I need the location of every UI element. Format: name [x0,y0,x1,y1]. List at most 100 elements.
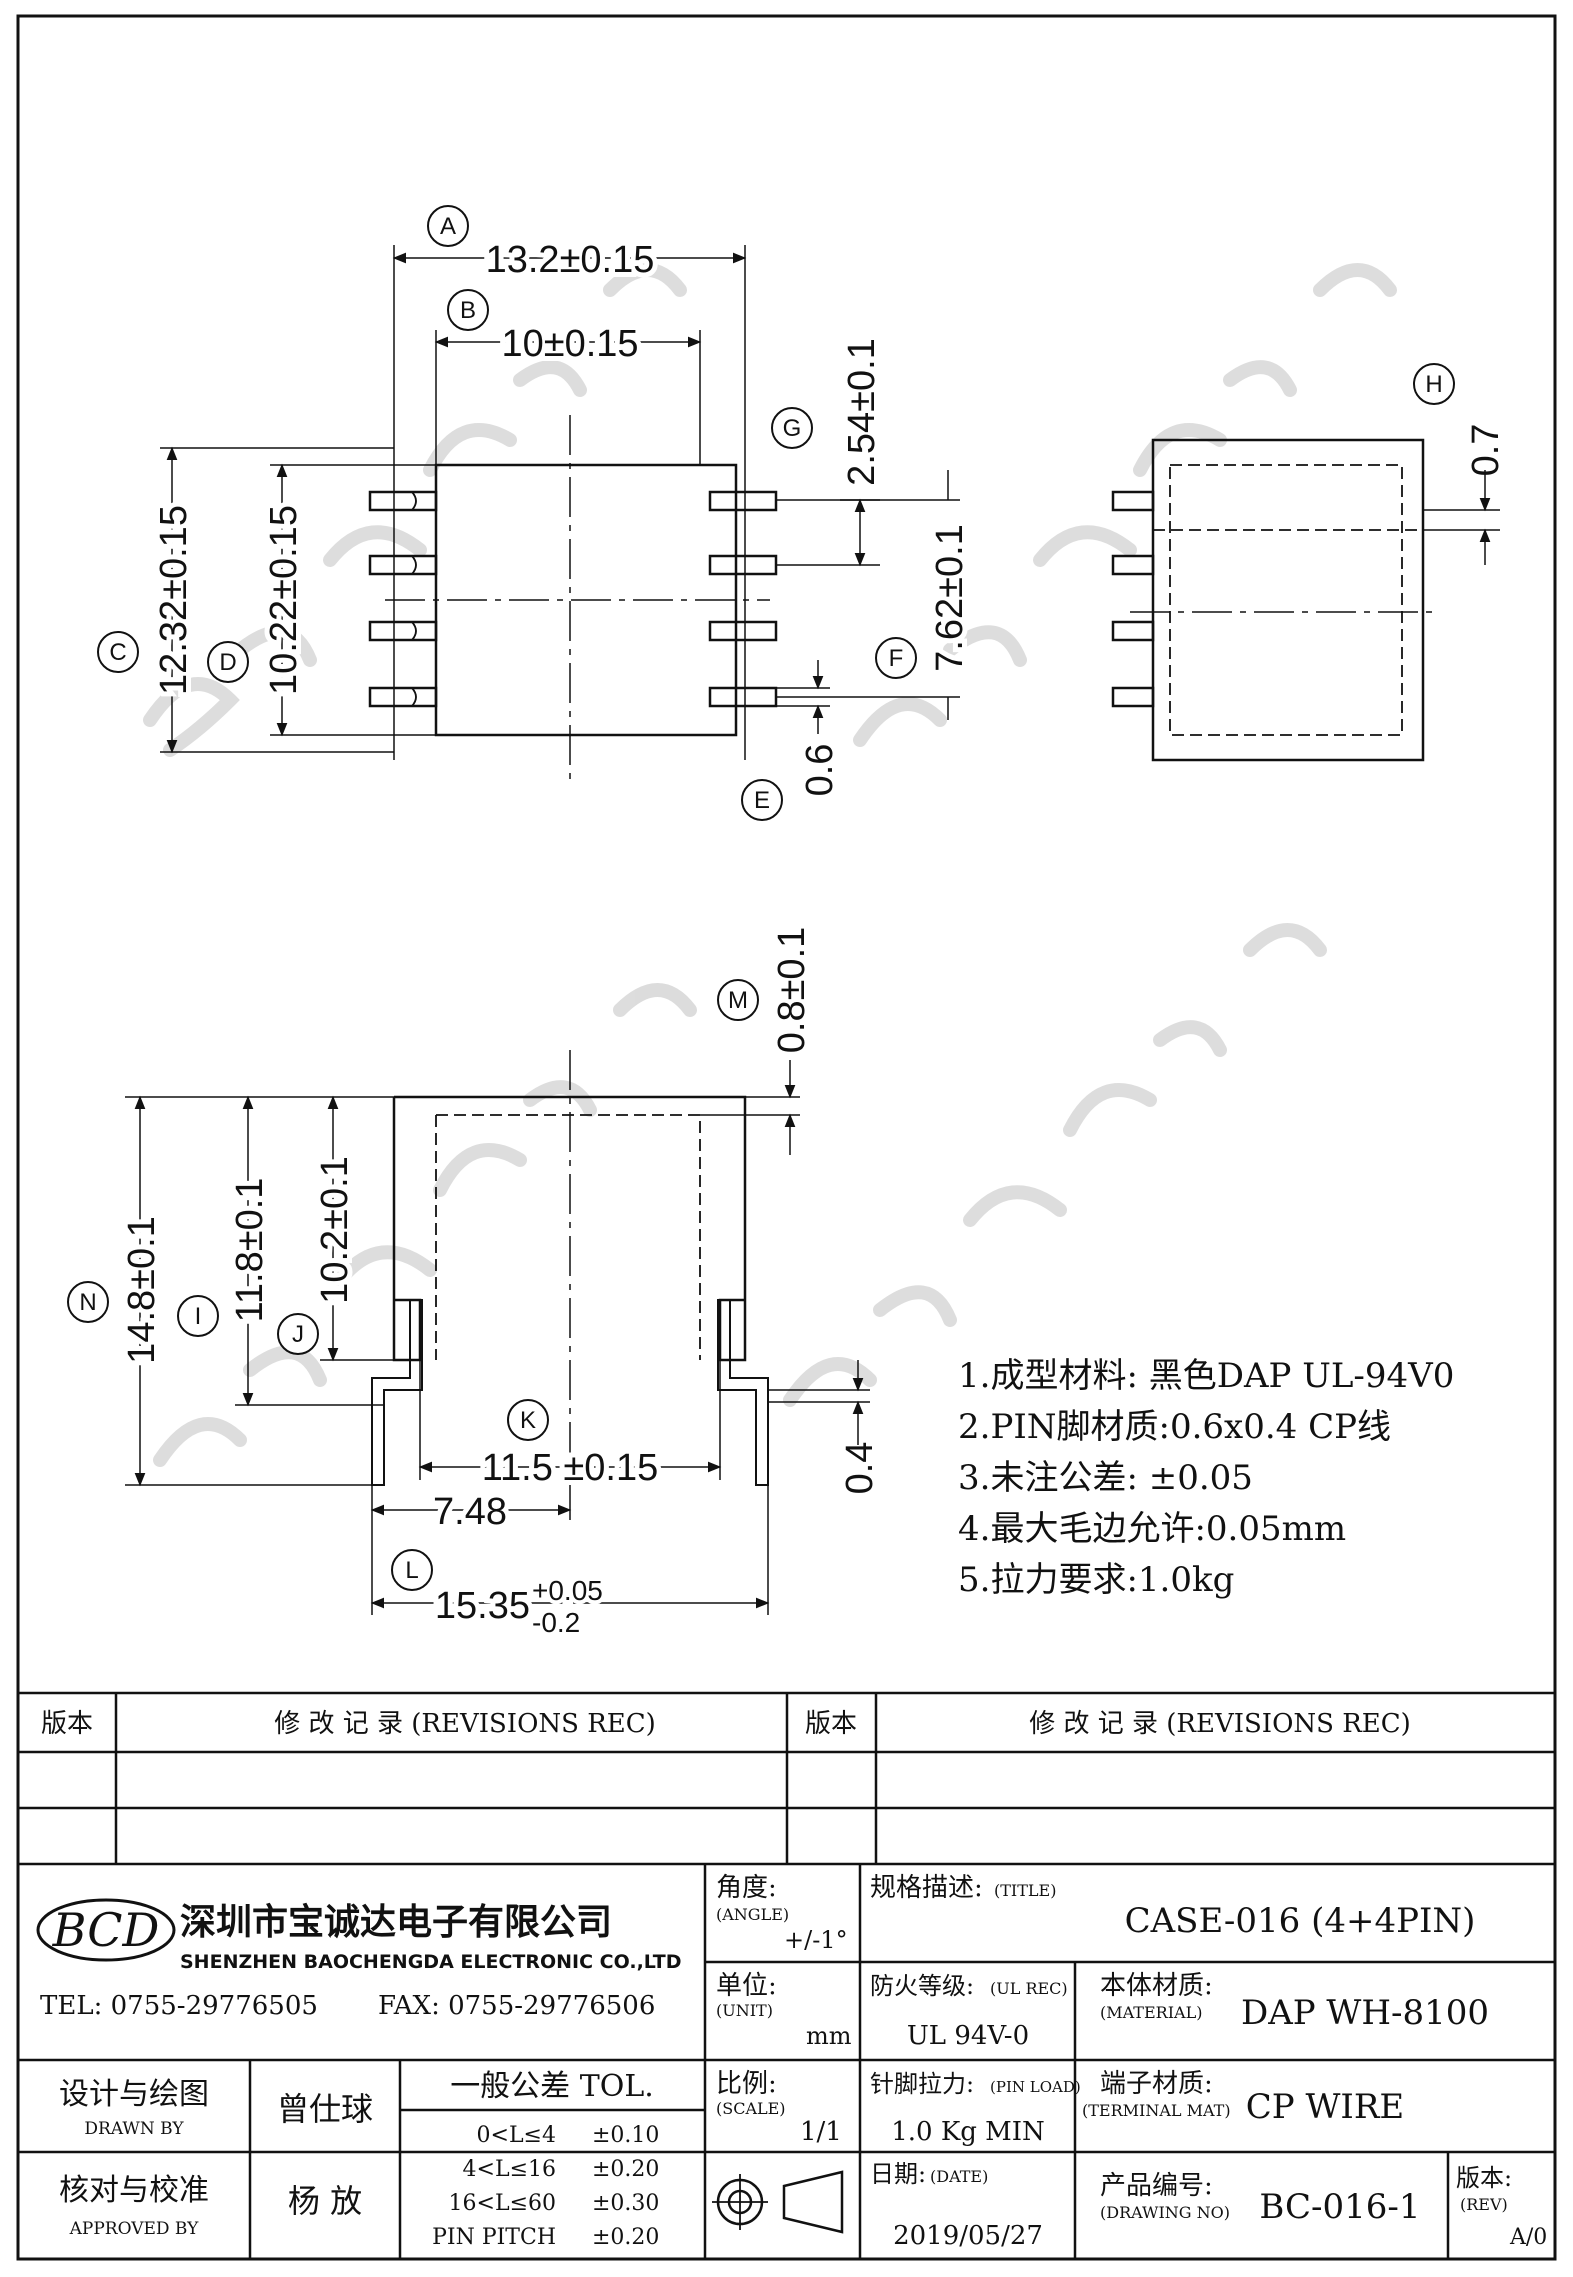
dim-N-value: 14.8±0.1 [121,1216,163,1364]
terminal-label-en: (TERMINAL MAT) [1082,2101,1231,2120]
balloon-K: K [507,1399,549,1441]
rev-header-record-left: 修 改 记 录 (REVISIONS REC) [274,1709,656,1739]
company-name-en: SHENZHEN BAOCHENGDA ELECTRONIC CO.,LTD [180,1951,681,1973]
date-value: 2019/05/27 [893,2221,1043,2251]
balloon-J: J [277,1313,319,1355]
svg-text:F: F [889,645,904,672]
svg-text:I: I [195,1303,202,1330]
approved-by-label: 核对与校准 [59,2173,209,2208]
drawing-no-value: BC-016-1 [1259,2187,1420,2227]
drawn-by-label: 设计与绘图 [59,2077,209,2112]
svg-text:BCD: BCD [52,1903,160,1957]
scale-value: 1/1 [800,2117,842,2147]
company-fax: FAX: 0755-29776506 [378,1991,655,2021]
material-value: DAP WH-8100 [1241,1993,1489,2033]
note-5: 5.拉力要求:1.0kg [958,1560,1234,1600]
material-label-en: (MATERIAL) [1100,2003,1202,2022]
approved-by-label-en: APPROVED BY [69,2219,200,2239]
title-block-grid [18,1864,1555,2259]
note-3: 3.未注公差: ±0.05 [958,1458,1253,1498]
title-value: CASE-016 (4+4PIN) [1125,1901,1476,1941]
svg-text:B: B [460,297,476,324]
dim-K2-value: 7.48 [433,1491,507,1533]
pinload-value: 1.0 Kg MIN [891,2117,1045,2147]
date-label-en: (DATE) [930,2167,988,2186]
tol-range-3: 16<L≤60 [449,2191,556,2216]
title-label: 规格描述: [870,1873,983,1903]
balloon-G: G [771,407,813,449]
notes-list: 1.成型材料: 黑色DAP UL-94V0 2.PIN脚材质:0.6x0.4 C… [958,1356,1454,1600]
balloon-L: L [391,1549,433,1591]
company-tel: TEL: 0755-29776505 [40,1991,318,2021]
balloon-D: D [207,641,249,683]
tol-value-3: ±0.30 [592,2191,659,2216]
note-4: 4.最大毛边允许:0.05mm [958,1509,1346,1549]
rev-label: 版本: [1456,2164,1512,2192]
drawn-by-value: 曾仕球 [277,2090,373,2128]
dim-C-value: 12.32±0.15 [153,505,195,695]
tol-title: 一般公差 TOL. [450,2069,654,2104]
angle-label: 角度: [716,1873,777,1903]
svg-text:H: H [1425,371,1442,398]
dim-D-value: 10.22±0.15 [263,505,305,695]
title-label-en: (TITLE) [994,1881,1056,1900]
svg-text:K: K [520,1407,536,1434]
side-view [1111,438,1500,762]
dim-A-value: 13.2±0.15 [486,239,655,281]
balloon-F: F [875,637,917,679]
scale-label: 比例: [716,2069,777,2099]
svg-text:D: D [219,649,236,676]
svg-text:E: E [754,787,770,814]
dimension-labels: 13.2±0.15 10±0.15 12.32±0.15 10.22±0.15 … [116,234,1507,1638]
dim-B-value: 10±0.15 [501,323,638,365]
rev-header-version-left: 版本 [41,1709,93,1739]
tol-range-1: 0<L≤4 [477,2123,556,2148]
svg-text:G: G [783,415,802,442]
svg-text:L: L [405,1557,418,1584]
balloon-I: I [177,1295,219,1337]
svg-text:J: J [292,1321,304,1348]
rev-label-en: (REV) [1460,2195,1508,2214]
projection-symbol-icon [712,2170,844,2234]
balloon-N: N [67,1281,109,1323]
note-2: 2.PIN脚材质:0.6x0.4 CP线 [958,1407,1391,1447]
side-view-body [1151,438,1425,762]
dim-J-value: 10.2±0.1 [314,1156,356,1304]
scale-label-en: (SCALE) [716,2099,786,2118]
angle-label-en: (ANGLE) [716,1905,789,1924]
terminal-value: CP WIRE [1246,2087,1405,2127]
balloon-H: H [1413,363,1455,405]
company-logo: BCD [36,1898,176,1962]
pinload-label-en: (PIN LOAD) [990,2078,1081,2096]
tol-range-4: PIN PITCH [432,2225,556,2250]
svg-text:N: N [79,1289,96,1316]
approved-by-value: 杨 放 [288,2182,362,2220]
top-view-right-pins [708,490,778,708]
tol-value-1: ±0.10 [592,2123,659,2148]
dim-F-value: 7.62±0.1 [929,524,971,672]
balloon-C: C [97,631,139,673]
tol-value-2: ±0.20 [592,2157,659,2182]
fire-label-en: (UL REC) [990,1979,1068,1998]
drawing-no-label-en: (DRAWING NO) [1100,2203,1230,2222]
rev-header-version-right: 版本 [805,1709,857,1739]
dim-P-value: 0.4 [839,1442,881,1495]
rev-value: A/0 [1509,2225,1547,2250]
rev-header-record-right: 修 改 记 录 (REVISIONS REC) [1029,1709,1411,1739]
svg-text:M: M [728,987,748,1014]
dim-H-value: 0.7 [1465,424,1507,477]
balloon-A: A [427,205,469,247]
company-name-cn: 深圳市宝诚达电子有限公司 [180,1902,612,1943]
dim-I-value: 11.8±0.1 [229,1178,271,1323]
dim-K-value: 11.5 ±0.15 [482,1447,659,1489]
balloon-M: M [717,979,759,1021]
unit-label: 单位: [716,1971,777,2001]
drawn-by-label-en: DRAWN BY [84,2119,184,2139]
dim-L-base: 15.35 [435,1585,530,1627]
sheet-border [16,14,1557,2261]
revision-table [18,1691,1555,1866]
top-view-left-pins [368,490,438,708]
svg-text:C: C [109,639,126,666]
angle-value: +/-1° [784,1926,848,1954]
top-view [160,245,960,780]
